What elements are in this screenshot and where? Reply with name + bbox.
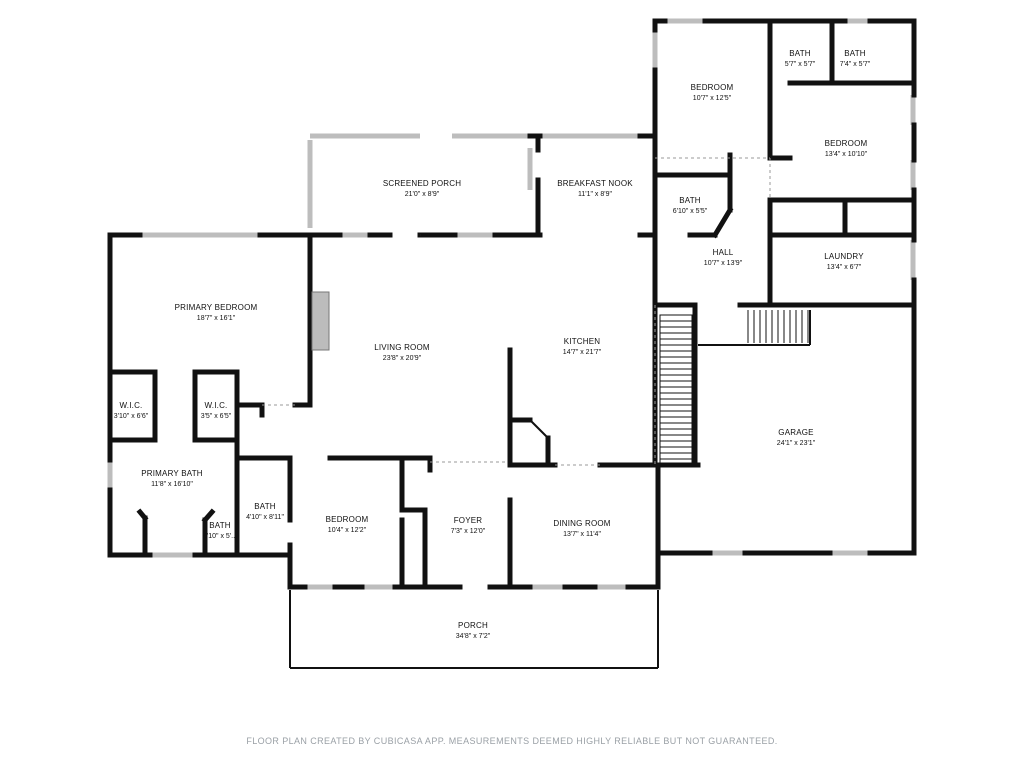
wic-left-label: W.I.C.	[120, 401, 143, 410]
bath-ne2-label: BATH	[844, 49, 866, 58]
garage-stairs	[659, 314, 693, 464]
primary-bath-dims: 11'8" x 16'10"	[151, 481, 193, 488]
screened-porch-dims: 21'0" x 8'9"	[405, 191, 440, 198]
wic-right-label: W.I.C.	[205, 401, 228, 410]
bedroom-s-dims: 10'4" x 12'2"	[328, 527, 367, 534]
dining-room-label: DINING ROOM	[553, 519, 610, 528]
primary-bedroom-dims: 18'7" x 16'1"	[197, 315, 236, 322]
bath-ne1-dims: 5'7" x 5'7"	[785, 61, 816, 68]
bedroom-e-label: BEDROOM	[825, 139, 868, 148]
thin-lines	[262, 157, 811, 669]
breakfast-nook-label: BREAKFAST NOOK	[557, 179, 633, 188]
primary-bedroom-label: PRIMARY BEDROOM	[175, 303, 258, 312]
fireplace	[311, 291, 330, 351]
kitchen-dims: 14'7" x 21'7"	[563, 349, 602, 356]
hall-stairs	[747, 310, 809, 343]
bath-hall-label: BATH	[679, 196, 701, 205]
bath-ne2-dims: 7'4" x 5'7"	[840, 61, 871, 68]
screened-porch-label: SCREENED PORCH	[383, 179, 461, 188]
wic-left-dims: 3'10" x 6'6"	[114, 413, 149, 420]
primary-bath-label: PRIMARY BATH	[141, 469, 203, 478]
bedroom-e-dims: 13'4" x 10'10"	[825, 151, 868, 158]
laundry-dims: 13'4" x 6'7"	[827, 264, 862, 271]
bath-ne1-label: BATH	[789, 49, 811, 58]
foyer-dims: 7'3" x 12'0"	[451, 528, 486, 535]
breakfast-nook-dims: 11'1" x 8'9"	[578, 191, 612, 198]
porch-label: PORCH	[458, 621, 488, 630]
garage-label: GARAGE	[778, 428, 813, 437]
stair-outline	[659, 314, 693, 464]
walls	[107, 18, 917, 590]
hall-dims: 10'7" x 13'9"	[704, 260, 743, 267]
bath-hall-dims: 6'10" x 5'5"	[673, 208, 708, 215]
bath-mid-dims: 4'10" x 8'11"	[246, 514, 284, 521]
wic-right-dims: 3'5" x 6'5"	[201, 413, 232, 420]
kitchen-label: KITCHEN	[564, 337, 601, 346]
bedroom-ne-dims: 10'7" x 12'5"	[693, 95, 732, 102]
room-labels: SCREENED PORCH 21'0" x 8'9" BREAKFAST NO…	[114, 49, 871, 640]
bath-small-dims: 4'10" x 5'...	[203, 533, 237, 540]
bath-small-label: BATH	[209, 521, 231, 530]
foyer-label: FOYER	[454, 516, 483, 525]
porch-dims: 34'8" x 7'2"	[456, 633, 491, 640]
dining-room-dims: 13'7" x 11'4"	[563, 531, 601, 538]
living-room-dims: 23'8" x 20'9"	[383, 355, 422, 362]
bedroom-s-label: BEDROOM	[326, 515, 369, 524]
living-room-label: LIVING ROOM	[374, 343, 430, 352]
bedroom-ne-label: BEDROOM	[691, 83, 734, 92]
disclaimer-footer: FLOOR PLAN CREATED BY CUBICASA APP. MEAS…	[246, 736, 778, 746]
hall-label: HALL	[713, 248, 734, 257]
laundry-label: LAUNDRY	[824, 252, 864, 261]
windows	[107, 18, 916, 590]
garage-dims: 24'1" x 23'1"	[777, 440, 816, 447]
bath-mid-label: BATH	[254, 502, 276, 511]
